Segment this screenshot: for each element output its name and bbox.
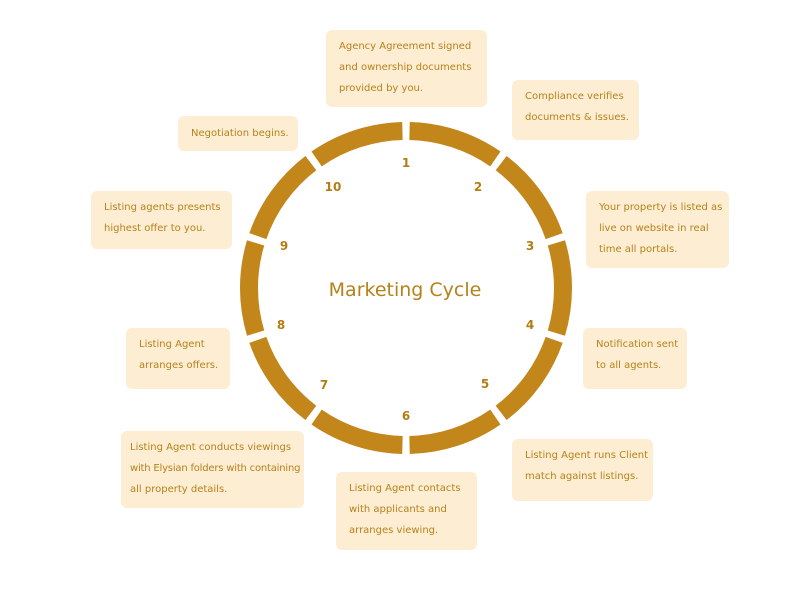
step-number-8: 8 <box>276 318 286 332</box>
step-number-4: 4 <box>525 318 535 332</box>
ring-segment-8 <box>239 240 265 336</box>
step-number-5: 5 <box>480 377 490 391</box>
step-number-9: 9 <box>279 239 289 253</box>
ring-segment-4 <box>495 336 563 421</box>
ring-segment-9 <box>249 155 317 240</box>
step-box-7: Listing Agent conducts viewings with Ely… <box>121 431 304 508</box>
step-3-line-2: live on website in real <box>599 223 709 234</box>
step-3-line-3: time all portals. <box>599 244 678 255</box>
step-7-line-3: all property details. <box>130 484 228 495</box>
step-7-line-1: Listing Agent conducts viewings <box>130 442 292 453</box>
step-2-line-1: Compliance verifies <box>525 91 624 102</box>
step-7-line-2: with Elysian folders with containing <box>130 463 301 474</box>
ring-segment-7 <box>249 336 317 421</box>
ring-segment-5 <box>409 409 501 454</box>
step-box-4: Notification sent to all agents. <box>583 328 687 389</box>
step-5-line-1: Listing Agent runs Client <box>525 450 649 461</box>
step-4-line-2: to all agents. <box>596 360 662 371</box>
step-box-9: Listing agents presents highest offer to… <box>91 191 232 249</box>
step-9-line-2: highest offer to you. <box>104 223 206 234</box>
step-box-5: Listing Agent runs Client match against … <box>512 439 653 501</box>
step-box-8: Listing Agent arranges offers. <box>126 328 230 389</box>
step-number-2: 2 <box>473 180 483 194</box>
step-box-10: Negotiation begins. <box>178 116 298 151</box>
step-4-line-1: Notification sent <box>596 339 679 350</box>
step-3-line-1: Your property is listed as <box>599 202 723 213</box>
ring-segment-2 <box>495 155 563 240</box>
step-box-2: Compliance verifies documents & issues. <box>512 80 639 140</box>
step-8-line-1: Listing Agent <box>139 339 205 350</box>
step-1-line-2: and ownership documents <box>339 62 472 73</box>
step-box-1: Agency Agreement signed and ownership do… <box>326 30 487 107</box>
step-6-line-1: Listing Agent contacts <box>349 483 461 494</box>
step-10-line-1: Negotiation begins. <box>191 128 289 139</box>
step-number-6: 6 <box>401 409 411 423</box>
step-6-line-2: with applicants and <box>349 504 447 515</box>
ring-segment-10 <box>311 122 403 167</box>
step-number-7: 7 <box>319 378 329 392</box>
diagram-title: Marketing Cycle <box>328 279 482 301</box>
step-8-line-2: arranges offers. <box>139 360 219 371</box>
step-1-line-1: Agency Agreement signed <box>339 41 472 52</box>
step-number-10: 10 <box>324 180 342 194</box>
ring-segment-1 <box>409 122 501 167</box>
step-5-line-2: match against listings. <box>525 471 639 482</box>
step-2-line-2: documents & issues. <box>525 112 629 123</box>
step-1-line-3: provided by you. <box>339 83 424 94</box>
ring-segment-3 <box>547 240 572 336</box>
step-9-line-1: Listing agents presents <box>104 202 221 213</box>
step-box-6: Listing Agent contacts with applicants a… <box>336 472 477 550</box>
step-number-1: 1 <box>401 156 411 170</box>
step-number-3: 3 <box>525 239 535 253</box>
ring-segment-6 <box>311 409 403 454</box>
step-box-3: Your property is listed as live on websi… <box>586 191 729 268</box>
step-6-line-3: arranges viewing. <box>349 525 439 536</box>
